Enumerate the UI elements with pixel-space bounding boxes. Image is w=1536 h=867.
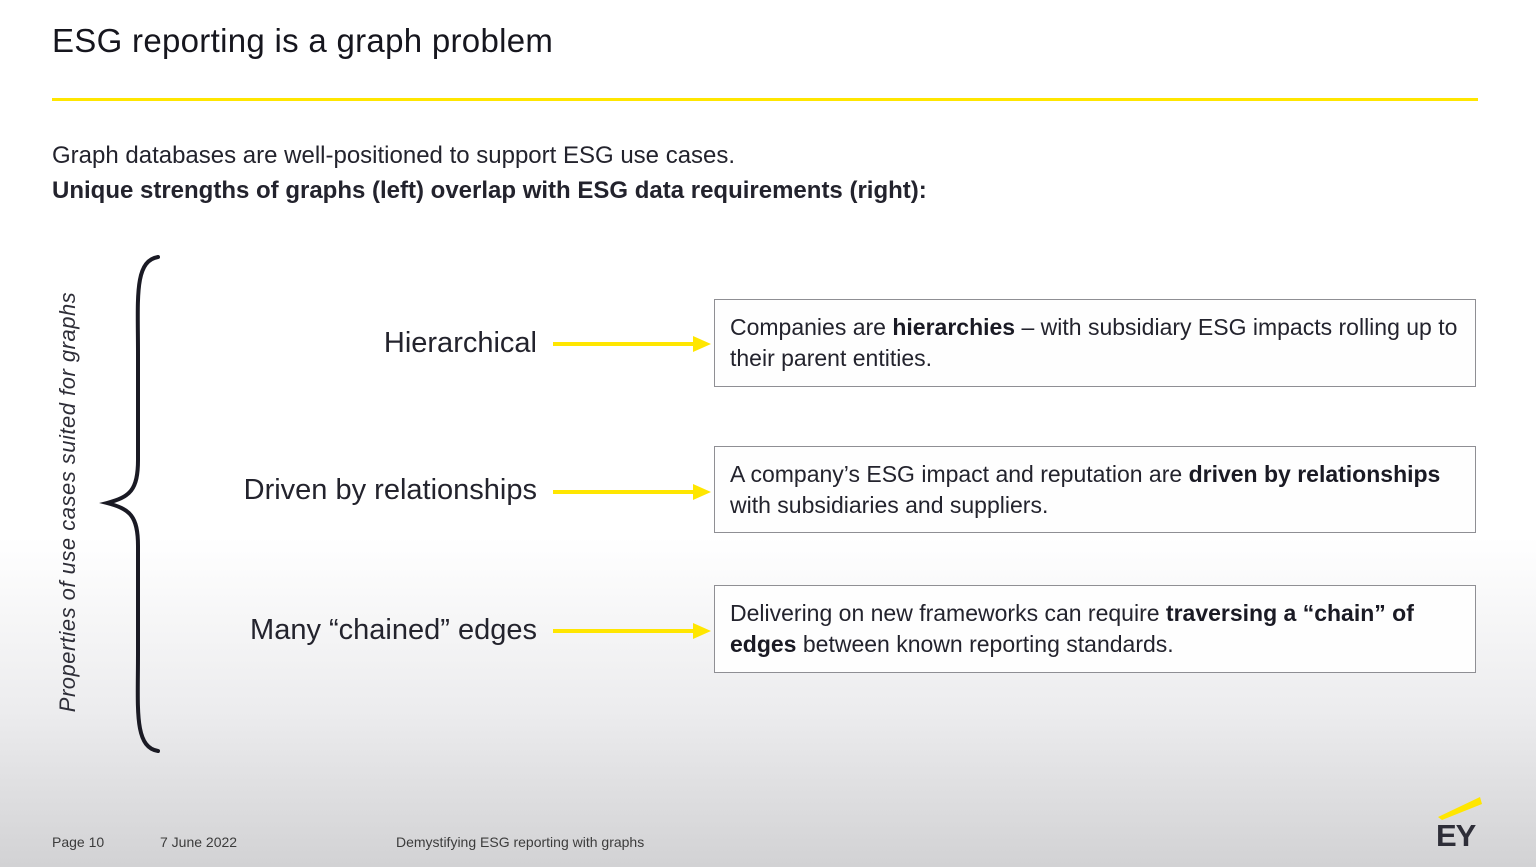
yellow-divider (52, 98, 1478, 101)
arrow-icon (553, 623, 711, 639)
info-box-chained-edges: Delivering on new frameworks can require… (714, 585, 1476, 673)
row-label-hierarchical: Hierarchical (383, 327, 537, 359)
slide-date: 7 June 2022 (160, 834, 238, 850)
intro-line-2: Unique strengths of graphs (left) overla… (52, 177, 927, 204)
arrow-icon (553, 484, 711, 500)
page-title: ESG reporting is a graph problem (52, 22, 554, 59)
intro-line-1: Graph databases are well-positioned to s… (52, 142, 736, 169)
ey-logo-text: EY (1436, 818, 1476, 853)
document-title: Demystifying ESG reporting with graphs (396, 834, 645, 850)
page-number: Page 10 (52, 834, 105, 850)
ey-logo: EY (1436, 797, 1486, 857)
intro-text: Graph databases are well-positioned to s… (52, 138, 927, 208)
arrow-icon (553, 336, 711, 352)
curly-brace (99, 255, 160, 753)
row-label-chained-edges: Many “chained” edges (250, 614, 537, 646)
info-box-relationships: A company’s ESG impact and reputation ar… (714, 446, 1476, 533)
ey-beam-icon (1438, 797, 1482, 820)
info-box-hierarchical: Companies are hierarchies – with subsidi… (714, 299, 1476, 387)
row-label-relationships: Driven by relationships (243, 474, 537, 506)
